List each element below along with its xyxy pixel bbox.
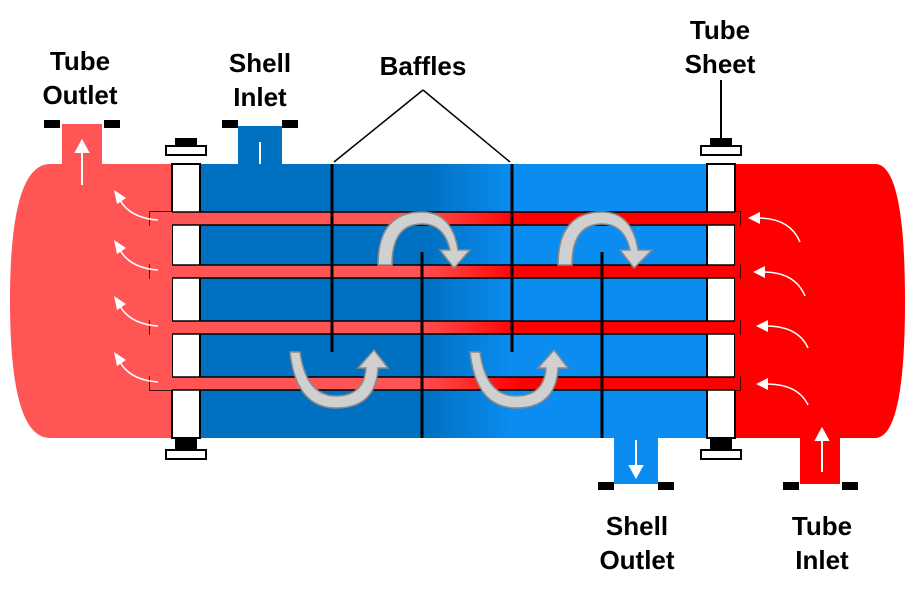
tube — [149, 376, 741, 391]
tube-inlet-arrow-icon — [814, 426, 830, 472]
curved-flow-arrow-icon — [377, 211, 472, 270]
tube-inlet-nozzle — [800, 436, 840, 484]
tube-outlet-flange-left — [44, 120, 60, 128]
flow-arrow-icon — [757, 217, 801, 243]
tube-flow-arrows-right — [757, 217, 809, 406]
tube-outlet-flange-right — [104, 120, 120, 128]
flow-arrow-icon — [765, 383, 809, 406]
flow-arrow-icon — [119, 305, 159, 327]
flow-arrow-icon — [119, 361, 159, 383]
right-tube-sheet — [700, 138, 742, 460]
baffles-label: Baffles — [379, 51, 467, 81]
curved-flow-arrow-icon — [289, 348, 390, 409]
shell-outlet-nozzle — [598, 436, 674, 490]
left-tube-sheet — [165, 138, 207, 460]
curved-flow-arrow-icon — [557, 211, 654, 270]
baffles — [330, 164, 604, 438]
tube-inlet-flange-left — [783, 482, 799, 490]
curved-flow-arrow-icon — [469, 348, 570, 409]
tube-flow-arrows-left — [119, 199, 159, 383]
flow-arrow-icon — [119, 199, 159, 221]
shell-outlet-arrow-icon — [628, 440, 644, 480]
right-head — [730, 164, 905, 490]
shell-body — [200, 164, 735, 438]
baffles-callout — [333, 89, 511, 163]
left-head — [10, 120, 180, 438]
tube — [149, 264, 741, 279]
tube-outlet-arrow-icon — [74, 138, 90, 185]
flow-arrow-icon — [762, 271, 806, 297]
flow-arrow-icon — [765, 325, 809, 349]
shell-flow-arrows — [289, 211, 654, 409]
tube-inlet-flange-right — [842, 482, 858, 490]
tube — [149, 320, 741, 335]
flow-arrow-icon — [119, 249, 159, 271]
